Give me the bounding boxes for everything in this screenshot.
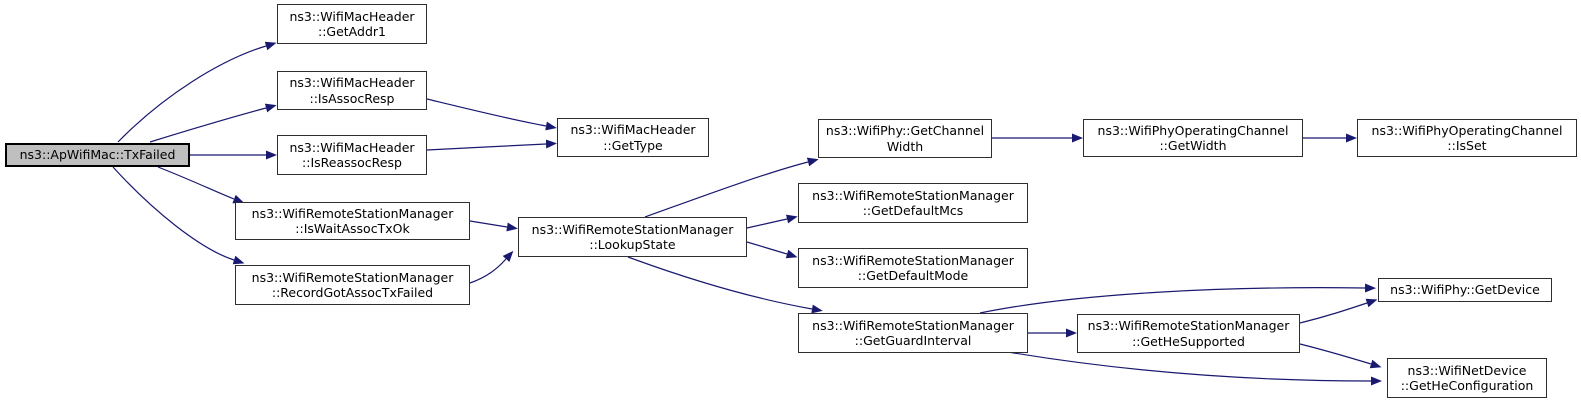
graph-node-getdefaultmode[interactable]: ns3::WifiRemoteStationManager ::GetDefau… [798, 248, 1028, 288]
graph-node-operatingchannel-isset[interactable]: ns3::WifiPhyOperatingChannel ::IsSet [1357, 119, 1577, 157]
graph-node-gethesupported[interactable]: ns3::WifiRemoteStationManager ::GetHeSup… [1077, 314, 1300, 353]
graph-node-getheconfiguration[interactable]: ns3::WifiNetDevice ::GetHeConfiguration [1387, 358, 1547, 398]
node-label-recordgotassoctxfailed: ns3::WifiRemoteStationManager ::RecordGo… [251, 269, 454, 300]
edge-txfailed-to-isassocresp [149, 103, 277, 143]
node-label-operatingchannel-getwidth: ns3::WifiPhyOperatingChannel ::GetWidth [1097, 122, 1289, 153]
node-label-getdefaultmode: ns3::WifiRemoteStationManager ::GetDefau… [812, 252, 1014, 283]
graph-node-isreassocresp[interactable]: ns3::WifiMacHeader ::IsReassocResp [277, 135, 427, 175]
node-label-getchannelwidth: ns3::WifiPhy::GetChannel Width [825, 123, 985, 154]
edge-gethesupported-to-getheconfiguration [1299, 343, 1382, 369]
graph-node-txfailed: ns3::ApWifiMac::TxFailed [5, 143, 190, 167]
graph-node-iswaitassoctxok[interactable]: ns3::WifiRemoteStationManager ::IsWaitAs… [235, 202, 470, 240]
edge-isassocresp-to-gettype [426, 98, 557, 131]
edge-lookupstate-to-getdefaultmcs [746, 214, 798, 229]
node-label-txfailed: ns3::ApWifiMac::TxFailed [19, 147, 176, 163]
node-label-gethesupported: ns3::WifiRemoteStationManager ::GetHeSup… [1087, 318, 1290, 349]
graph-node-getguardinterval[interactable]: ns3::WifiRemoteStationManager ::GetGuard… [798, 313, 1028, 353]
node-label-isassocresp: ns3::WifiMacHeader ::IsAssocResp [289, 75, 415, 106]
node-label-operatingchannel-isset: ns3::WifiPhyOperatingChannel ::IsSet [1371, 122, 1563, 153]
edge-lookupstate-to-getchannelwidth [644, 157, 819, 218]
edge-getguardinterval-to-getdevice [979, 283, 1376, 314]
graph-node-getdefaultmcs[interactable]: ns3::WifiRemoteStationManager ::GetDefau… [798, 183, 1028, 223]
node-label-getaddr1: ns3::WifiMacHeader ::GetAddr1 [289, 8, 415, 39]
node-label-isreassocresp: ns3::WifiMacHeader ::IsReassocResp [289, 139, 415, 170]
edge-getguardinterval-to-getheconfiguration [1007, 351, 1382, 386]
graph-node-getchannelwidth[interactable]: ns3::WifiPhy::GetChannel Width [818, 119, 992, 158]
node-label-getdevice: ns3::WifiPhy::GetDevice [1390, 282, 1540, 298]
edge-isreassocresp-to-gettype [426, 139, 557, 151]
edge-lookupstate-to-getguardinterval [627, 256, 823, 314]
edge-txfailed-to-iswaitassoctxok [157, 166, 245, 204]
graph-node-recordgotassoctxfailed[interactable]: ns3::WifiRemoteStationManager ::RecordGo… [235, 265, 470, 305]
graph-node-operatingchannel-getwidth[interactable]: ns3::WifiPhyOperatingChannel ::GetWidth [1083, 119, 1303, 157]
edge-gethesupported-to-getdevice [1299, 298, 1378, 324]
node-label-gettype: ns3::WifiMacHeader ::GetType [570, 122, 696, 153]
graph-node-gettype[interactable]: ns3::WifiMacHeader ::GetType [557, 118, 709, 157]
edge-txfailed-to-recordgotassoctxfailed [112, 166, 245, 265]
edge-iswaitassoctxok-to-lookupstate [469, 220, 518, 232]
edge-txfailed-to-getaddr1 [117, 41, 277, 143]
node-label-lookupstate: ns3::WifiRemoteStationManager ::LookupSt… [531, 221, 734, 252]
graph-node-lookupstate[interactable]: ns3::WifiRemoteStationManager ::LookupSt… [518, 217, 747, 257]
graph-node-isassocresp[interactable]: ns3::WifiMacHeader ::IsAssocResp [277, 71, 427, 110]
graph-node-getaddr1[interactable]: ns3::WifiMacHeader ::GetAddr1 [277, 4, 427, 44]
edge-recordgotassoctxfailed-to-lookupstate [469, 250, 514, 284]
node-label-getdefaultmcs: ns3::WifiRemoteStationManager ::GetDefau… [812, 187, 1014, 218]
edge-lookupstate-to-getdefaultmode [746, 241, 798, 259]
node-label-iswaitassoctxok: ns3::WifiRemoteStationManager ::IsWaitAs… [251, 205, 454, 236]
node-label-getguardinterval: ns3::WifiRemoteStationManager ::GetGuard… [812, 317, 1014, 348]
node-label-getheconfiguration: ns3::WifiNetDevice ::GetHeConfiguration [1400, 362, 1534, 393]
graph-node-getdevice[interactable]: ns3::WifiPhy::GetDevice [1378, 278, 1552, 302]
